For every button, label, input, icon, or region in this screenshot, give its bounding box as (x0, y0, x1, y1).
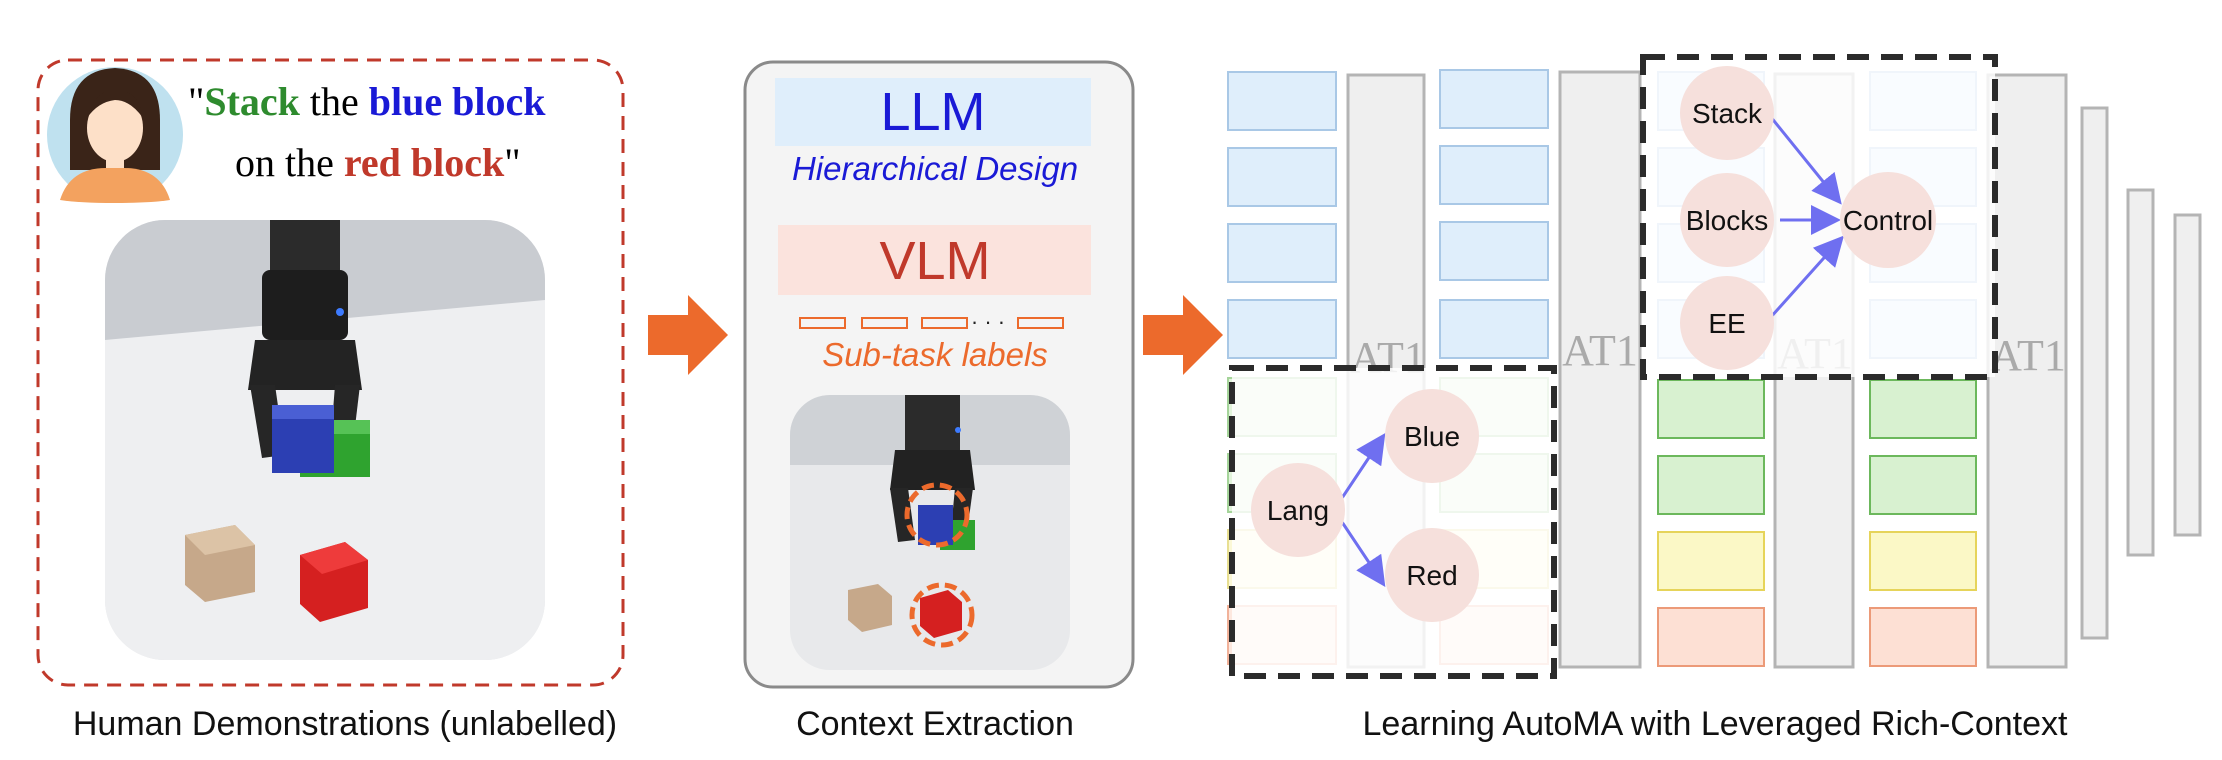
at1-label-2: AT1 (1562, 326, 1638, 375)
highlight-circle-red (909, 582, 975, 648)
arrow-right-2 (1143, 295, 1223, 375)
control-hierarchy-box: Stack Blocks EE Control (1640, 54, 1998, 380)
language-hierarchy-box: Lang Blue Red (1229, 365, 1557, 679)
node-stack (1680, 66, 1774, 160)
llm-label: LLM (880, 82, 985, 142)
robot-photo (105, 220, 545, 660)
instruction-line-1: "Stack the blue block (188, 79, 546, 124)
llm-box (775, 78, 1091, 146)
vlm-box (778, 225, 1091, 295)
node-stack-label: Stack (1692, 98, 1763, 129)
panel3-caption: Learning AutoMA with Leveraged Rich-Cont… (1363, 705, 2069, 743)
quote-open: " (188, 79, 204, 124)
llm-subtitle: Hierarchical Design (792, 150, 1078, 187)
node-blocks (1680, 173, 1774, 267)
subtask-token-row: · · · (799, 309, 1064, 334)
word-blue-block: blue block (369, 79, 546, 124)
node-ee-label: EE (1708, 308, 1745, 339)
node-control-label: Control (1843, 205, 1933, 236)
node-blue (1385, 389, 1479, 483)
output-bar-2 (2126, 188, 2155, 557)
at1-layer-2: AT1 (1558, 70, 1642, 669)
at1-label-4: AT1 (1990, 331, 2066, 380)
panel1-caption: Human Demonstrations (unlabelled) (73, 705, 617, 743)
node-ee (1680, 276, 1774, 370)
node-lang (1251, 463, 1345, 557)
node-blocks-label: Blocks (1686, 205, 1768, 236)
dashed-frame-panel1 (36, 58, 625, 687)
instruction-line-2: on the red block" (235, 140, 521, 185)
node-red-label: Red (1406, 560, 1457, 591)
highlight-circle-blue (904, 482, 970, 548)
node-lang-label: Lang (1267, 495, 1329, 526)
node-control (1840, 172, 1936, 268)
word-stack: Stack (204, 79, 300, 124)
panel2-caption: Context Extraction (796, 705, 1074, 743)
at1-layer-4: AT1 (1986, 73, 2068, 669)
output-bar-3 (2173, 213, 2202, 537)
arrow-right-1 (648, 295, 728, 375)
panel-context-extraction: LLM Hierarchical Design VLM · · · Sub-ta… (743, 60, 1135, 743)
word-the: the (300, 79, 369, 124)
output-bar-1 (2080, 106, 2109, 640)
panel-human-demonstrations: "Stack the blue block on the red block" (36, 58, 625, 743)
word-red-block: red block (344, 140, 505, 185)
word-on-the: on the (235, 140, 344, 185)
person-avatar-icon (47, 67, 183, 203)
panel-automa-learning: AT1 AT1 AT1 AT1 Stack Blocks (1227, 54, 2202, 743)
quote-close: " (504, 140, 520, 185)
node-red (1385, 528, 1479, 622)
annotated-robot-photo (790, 395, 1070, 670)
node-blue-label: Blue (1404, 421, 1460, 452)
vlm-subtitle: Sub-task labels (822, 336, 1048, 373)
token-ellipsis: · · · (971, 309, 1005, 334)
vlm-label: VLM (879, 231, 990, 291)
